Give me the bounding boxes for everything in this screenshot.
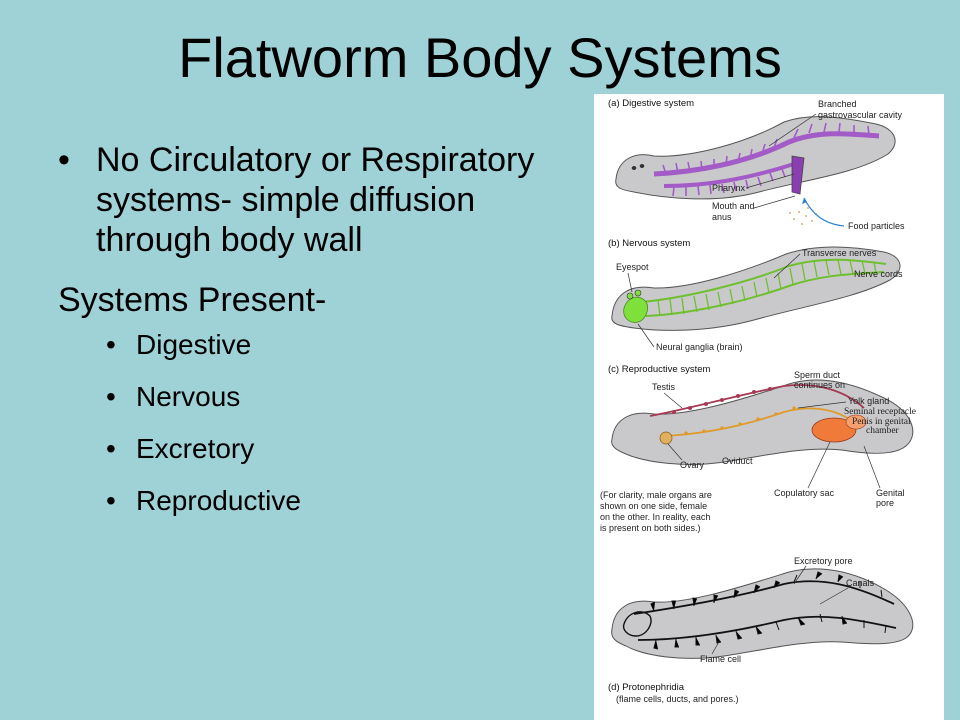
panel-b-title: (b) Nervous system	[608, 238, 690, 249]
testis-icon	[672, 387, 772, 414]
system-item-nervous: • Nervous	[106, 380, 558, 414]
system-item-digestive: • Digestive	[106, 328, 558, 362]
label-pore: pore	[876, 498, 894, 508]
label-pharynx: Pharynx	[712, 183, 746, 193]
main-bullet-text: No Circulatory or Respiratory systems- s…	[96, 141, 535, 259]
label-testis: Testis	[652, 382, 676, 392]
label-neural-ganglia: Neural ganglia (brain)	[656, 342, 743, 352]
panel-digestive: (a) Digestive system Branched gastrovasc…	[608, 98, 905, 231]
anterior-canal-loop	[622, 611, 652, 637]
digestive-side-branches	[662, 122, 870, 197]
bullet-marker: •	[58, 141, 70, 179]
system-label: Nervous	[136, 381, 241, 412]
eyespot-icon	[631, 166, 637, 170]
ovary-icon	[659, 431, 673, 445]
pharynx-icon	[791, 155, 805, 195]
label-penis-in-genital: Penis in genital	[852, 417, 911, 427]
system-label: Excretory	[136, 433, 255, 464]
note-line-4: is present on both sides.)	[600, 523, 701, 533]
system-label: Digestive	[136, 329, 252, 360]
digestive-branch-lower	[663, 162, 795, 188]
worm-body-c	[611, 379, 914, 465]
eyespot-icon	[626, 292, 634, 300]
panel-reproductive: (c) Reproductive system Testis Sperm duc…	[600, 364, 916, 533]
nerve-cord-lower	[645, 271, 885, 317]
panel-c-title: (c) Reproductive system	[608, 364, 711, 375]
label-gastrovascular-cavity: gastrovascular cavity	[818, 110, 903, 120]
label-chamber: chamber	[866, 426, 900, 436]
label-transverse-nerves: Transverse nerves	[802, 248, 877, 258]
panel-excretory: Excretory pore Canals Flame cell (d) Pro…	[608, 556, 914, 704]
excretory-canal-upper	[633, 580, 895, 615]
system-label: Reproductive	[136, 485, 301, 516]
bullet-marker: •	[106, 329, 116, 360]
yolk-gland-icon	[684, 406, 796, 435]
oviduct	[663, 407, 857, 437]
label-continues-on: continues on	[794, 380, 845, 390]
bullet-marker: •	[106, 381, 116, 412]
label-food-particles: Food particles	[848, 221, 905, 231]
label-oviduct: Oviduct	[722, 456, 753, 466]
label-eyespot: Eyespot	[616, 262, 649, 272]
label-yolk-gland: Yolk gland	[848, 396, 889, 406]
panel-d-subtitle: (flame cells, ducts, and pores.)	[616, 694, 739, 704]
label-canals: Canals	[846, 578, 875, 588]
copulatory-sac-icon	[811, 417, 857, 443]
label-mouth-and: Mouth and	[712, 201, 755, 211]
flatworm-diagram: (a) Digestive system Branched gastrovasc…	[594, 94, 944, 720]
food-arrow-icon	[803, 197, 845, 227]
neural-ganglia-icon	[623, 296, 648, 323]
label-seminal-receptacle: Seminal receptacle	[844, 407, 916, 417]
slide-content: • No Circulatory or Respiratory systems-…	[58, 140, 558, 536]
label-nerve-cords: Nerve cords	[854, 269, 903, 279]
note-line-3: on the other. In reality, each	[600, 512, 710, 522]
panel-d-title: (d) Protonephridia	[608, 682, 685, 693]
note-line-2: shown on one side, female	[600, 501, 707, 511]
flatworm-diagram-svg: (a) Digestive system Branched gastrovasc…	[600, 98, 916, 704]
note-line-1: (For clarity, male organs are	[600, 490, 712, 500]
excretory-canal-lower	[637, 615, 897, 641]
bullet-marker: •	[106, 433, 116, 464]
panel-nervous: (b) Nervous system Eyespot Transverse ne…	[608, 238, 903, 352]
label-branched: Branched	[818, 99, 857, 109]
label-anus: anus	[712, 212, 732, 222]
main-bullet: • No Circulatory or Respiratory systems-…	[58, 140, 558, 260]
label-copulatory-sac: Copulatory sac	[774, 488, 835, 498]
systems-list: • Digestive • Nervous • Excretory • Reproduc…	[58, 328, 558, 518]
transverse-nerves	[657, 259, 877, 317]
sperm-duct	[649, 384, 865, 417]
flame-cells	[650, 571, 887, 650]
systems-subheading: Systems Present-	[58, 281, 327, 319]
bullet-marker: •	[106, 485, 116, 516]
panel-a-title: (a) Digestive system	[608, 98, 694, 109]
label-genital: Genital	[876, 488, 905, 498]
system-item-reproductive: • Reproductive	[106, 484, 558, 518]
food-particles-icon	[789, 207, 817, 225]
slide-title: Flatworm Body Systems	[178, 26, 782, 89]
label-sperm-duct: Sperm duct	[794, 370, 841, 380]
nerve-cord-upper	[641, 258, 887, 303]
label-flame-cell: Flame cell	[700, 654, 741, 664]
system-item-excretory: • Excretory	[106, 432, 558, 466]
label-ovary: Ovary	[680, 460, 705, 470]
label-excretory-pore: Excretory pore	[794, 556, 853, 566]
